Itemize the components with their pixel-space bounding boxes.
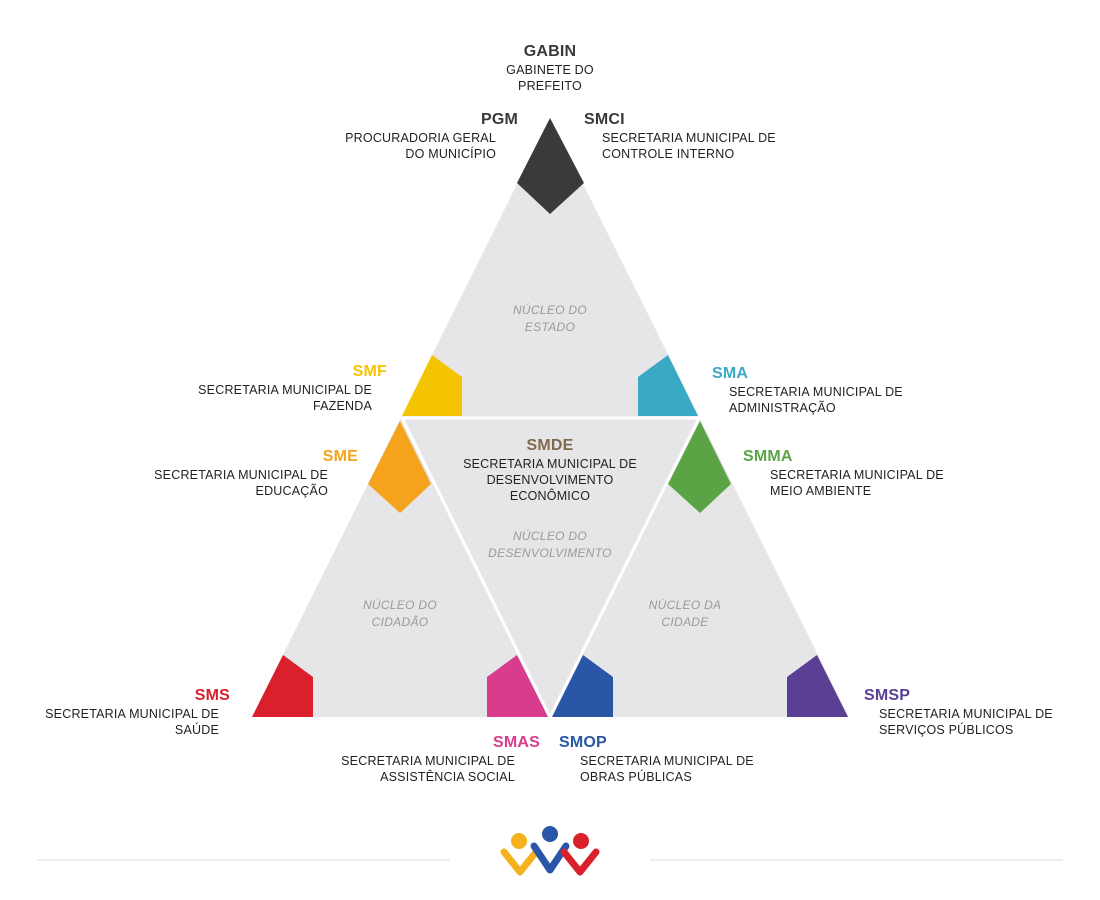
smas-tile	[487, 655, 548, 717]
smas-code: SMAS	[492, 734, 540, 751]
smf-tile	[402, 355, 462, 416]
gabin-code: GABIN	[523, 43, 577, 60]
smci-code: SMCI	[584, 111, 625, 128]
smf-code: SMF	[352, 363, 387, 380]
sme-code: SME	[322, 448, 358, 465]
sme-tile	[368, 421, 431, 513]
smma-tile	[668, 421, 731, 513]
logo-body-right	[560, 848, 600, 876]
logo-body-left	[500, 848, 540, 876]
sma-code: SMA	[712, 365, 749, 382]
logo-head-left	[511, 833, 527, 849]
logo-head-right	[573, 833, 589, 849]
smsp-code: SMSP	[864, 687, 911, 704]
smsp-tile	[787, 655, 848, 717]
divider-lines	[400, 416, 702, 721]
logo-body-center	[530, 842, 570, 874]
smop-code: SMOP	[559, 734, 607, 751]
smde-code: SMDE	[526, 437, 574, 454]
smop-tile	[552, 655, 613, 717]
logo-head-center	[542, 826, 558, 842]
gabin-tile	[517, 118, 584, 214]
logo	[500, 826, 600, 876]
sms-code: SMS	[194, 687, 230, 704]
smma-code: SMMA	[743, 448, 793, 465]
sms-tile	[252, 655, 313, 717]
pgm-code: PGM	[480, 111, 518, 128]
sma-tile	[638, 355, 698, 416]
